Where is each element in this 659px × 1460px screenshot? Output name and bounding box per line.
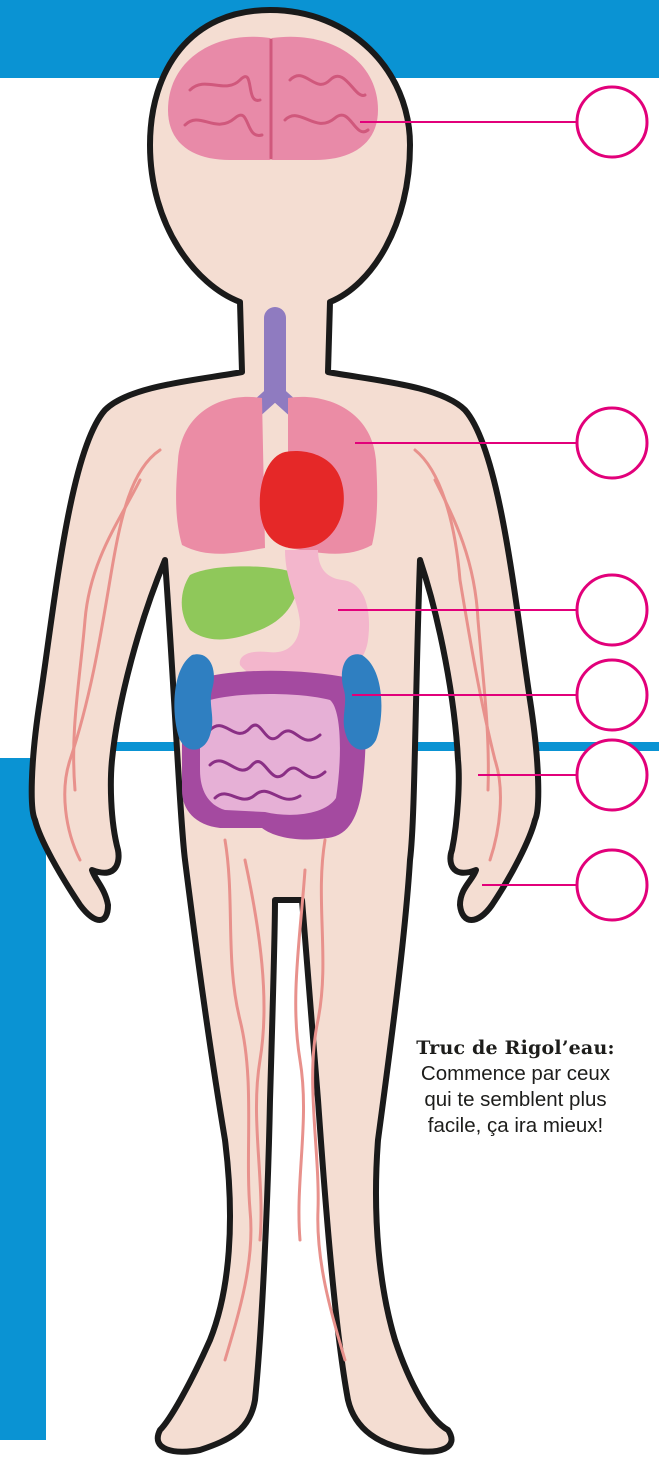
answer-circle-lungs[interactable] [577, 408, 647, 478]
tip-line-2: qui te semblent plus [378, 1087, 653, 1113]
answer-circle-stomach[interactable] [577, 575, 647, 645]
tip-title: Truc de Rigol’eau: [378, 1035, 653, 1061]
small-intestine [200, 694, 340, 815]
heart [260, 451, 344, 549]
answer-circle-blood-vessels[interactable] [577, 740, 647, 810]
answer-circle-brain[interactable] [577, 87, 647, 157]
rigoleau-tip: Truc de Rigol’eau: Commence par ceux qui… [378, 1035, 653, 1139]
answer-circle-kidney[interactable] [577, 660, 647, 730]
tip-line-1: Commence par ceux [378, 1061, 653, 1087]
answer-circle-skin[interactable] [577, 850, 647, 920]
brain [168, 37, 378, 160]
tip-line-3: facile, ça ira mieux! [378, 1113, 653, 1139]
